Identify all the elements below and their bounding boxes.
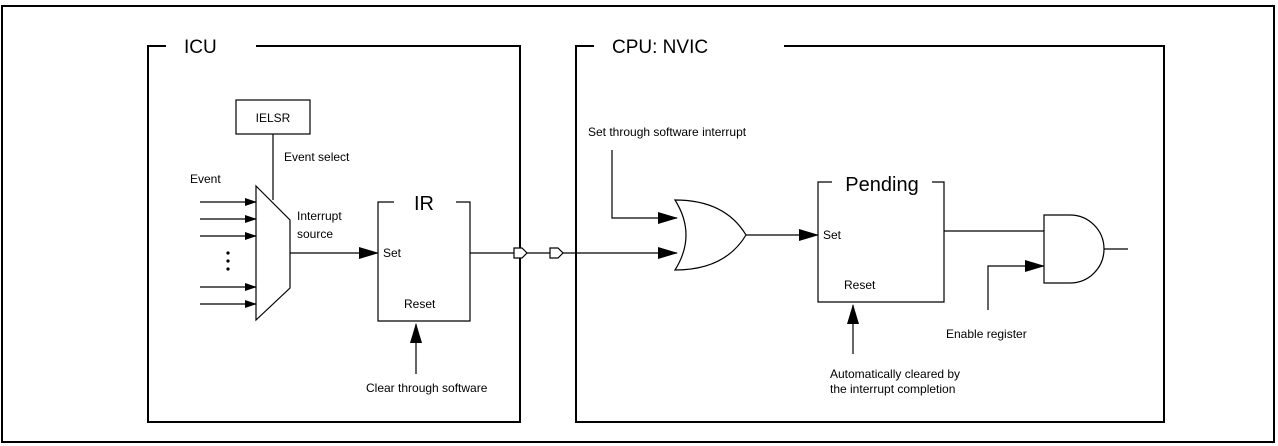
ir-set-label: Set (383, 246, 402, 260)
interrupt-source-label-2: source (297, 227, 333, 241)
ir-reset-label: Reset (404, 297, 436, 311)
event-label: Event (190, 172, 221, 186)
enable-register-label: Enable register (946, 327, 1027, 341)
clear-label: Clear through software (366, 381, 488, 395)
connector-pentagon (513, 247, 528, 259)
ielsr-box (235, 99, 311, 135)
ielsr-label: IELSR (256, 111, 291, 125)
pending-reset-label: Reset (844, 278, 876, 292)
pending-set-label: Set (823, 228, 842, 242)
event-select-label: Event select (284, 150, 350, 164)
pending-block: Pending Set Reset (817, 174, 945, 303)
ellipsis-dot (226, 251, 230, 255)
enable-register-line (987, 260, 1045, 310)
nvic-group: CPU: NVIC (575, 37, 1165, 423)
event-multiplexer (255, 184, 291, 322)
ellipsis-dot (226, 267, 230, 271)
interrupt-source-label-1: Interrupt (297, 209, 342, 223)
software-interrupt-label: Set through software interrupt (588, 125, 747, 139)
connector-pentagon (549, 247, 564, 259)
outer-frame (1, 5, 1275, 443)
and-gate (1043, 214, 1105, 284)
pending-title: Pending (845, 174, 918, 196)
event-inputs (200, 198, 257, 308)
auto-clear-label-2: the interrupt completion (830, 382, 955, 396)
or-gate (673, 199, 747, 271)
software-interrupt-line (611, 150, 678, 224)
ir-block: IR Set Reset (377, 193, 471, 322)
auto-clear-label-1: Automatically cleared by (830, 367, 960, 381)
icu-title: ICU (184, 37, 217, 58)
icu-group: ICU (147, 37, 521, 423)
ir-title: IR (414, 193, 434, 215)
ir-output-connection (470, 247, 678, 259)
nvic-title: CPU: NVIC (612, 37, 708, 58)
ellipsis-dot (226, 259, 230, 263)
